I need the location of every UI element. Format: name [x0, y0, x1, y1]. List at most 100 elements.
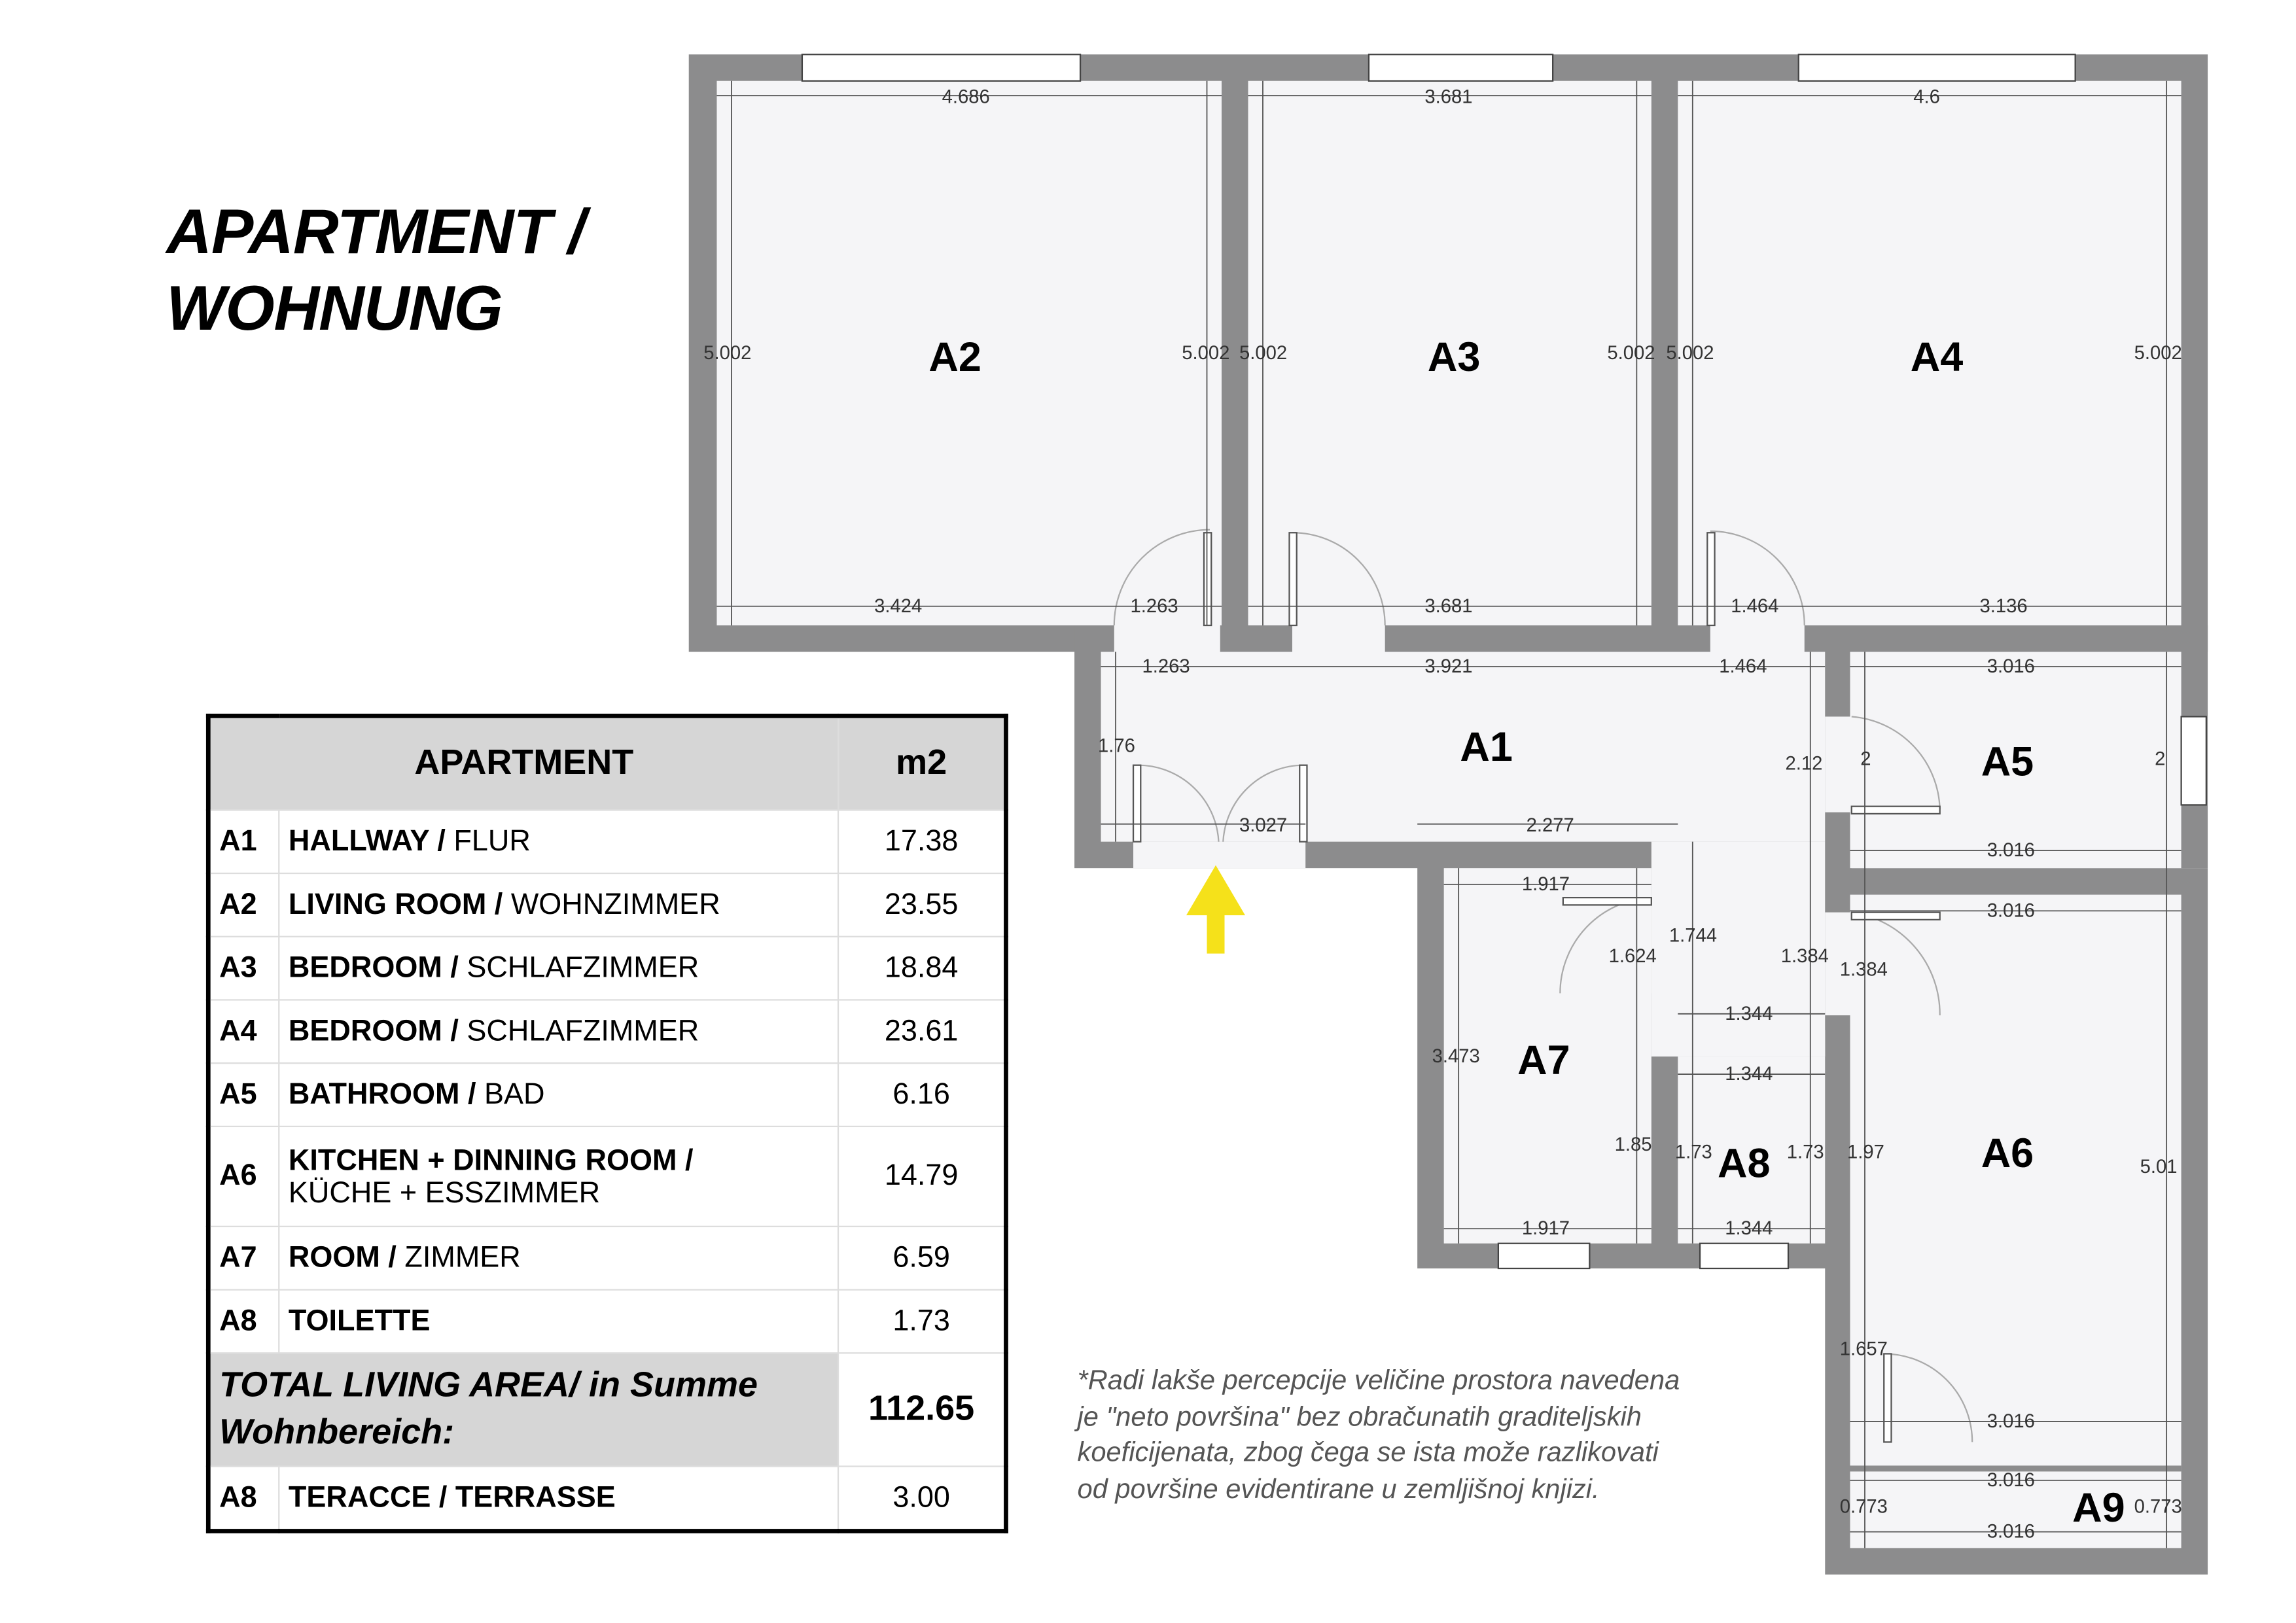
dimension-label: 4.686 — [942, 86, 990, 107]
dimension-label: 1.624 — [1609, 946, 1657, 967]
room-name: ROOM / ZIMMER — [278, 1225, 839, 1291]
dimension-label: 3.016 — [1987, 1470, 2035, 1491]
dimension-label: 1.73 — [1787, 1142, 1824, 1162]
dimension-label: 1.657 — [1840, 1339, 1888, 1360]
entrance-arrow-icon — [1186, 865, 1245, 954]
dimension-label: 4.6 — [1913, 86, 1940, 107]
dimension-label: 0.773 — [2134, 1496, 2182, 1517]
room-area: 17.38 — [837, 809, 1007, 875]
room-name-de: SCHLAFZIMMER — [467, 1014, 699, 1047]
room-name: TERACCE / TERRASSE — [278, 1465, 839, 1532]
dimension-lines — [716, 80, 2181, 1548]
room-label-a8: A8 — [1718, 1141, 1771, 1187]
dimension-label: 1.464 — [1719, 656, 1767, 677]
dimension-labels: 4.686 3.681 4.6 5.002 5.002 5.002 5.002 … — [703, 86, 2182, 1542]
dimension-label: 2.277 — [1527, 815, 1574, 836]
dimension-label: 1.917 — [1522, 1218, 1570, 1239]
room-name-en: ROOM / — [288, 1241, 397, 1274]
room-name: BEDROOM / SCHLAFZIMMER — [278, 935, 839, 1001]
total-value: 112.65 — [837, 1352, 1007, 1467]
room-labels: A1 A2 A3 A4 A5 A6 A7 A8 A9 — [928, 334, 2125, 1531]
dimension-label: 1.917 — [1522, 874, 1570, 895]
table-header: APARTMENT m2 — [207, 715, 1007, 811]
title-line: WOHNUNG — [166, 273, 503, 345]
dimension-label: 0.773 — [1840, 1496, 1888, 1517]
room-label-a1: A1 — [1460, 724, 1513, 770]
dimension-label: 3.681 — [1424, 86, 1472, 107]
room-name: TOILETTE — [278, 1289, 839, 1354]
room-name-de: WOHNZIMMER — [510, 888, 720, 920]
dimension-label: 5.002 — [2134, 343, 2182, 364]
dimension-label: 1.344 — [1725, 1218, 1773, 1239]
room-code: A3 — [207, 935, 280, 1001]
dimension-label: 1.263 — [1131, 596, 1178, 617]
room-code: A8 — [207, 1465, 280, 1532]
dimension-label: 3.921 — [1424, 656, 1472, 677]
dimension-label: 3.016 — [1987, 1522, 2035, 1543]
room-area: 6.16 — [837, 1062, 1007, 1128]
dimension-label: 1.85 — [1615, 1134, 1652, 1155]
room-name: BATHROOM / BAD — [278, 1062, 839, 1128]
dimension-label: 1.344 — [1725, 1003, 1773, 1024]
dimension-label: 3.424 — [874, 596, 922, 617]
room-area: 3.00 — [837, 1465, 1007, 1532]
dimension-label: 3.016 — [1987, 840, 2035, 861]
total-label-line: TOTAL LIVING AREA/ in Summe — [219, 1365, 758, 1406]
room-name-en: KITCHEN + DINNING ROOM / — [288, 1143, 694, 1177]
room-name-de: KÜCHE + ESSZIMMER — [288, 1176, 601, 1209]
dimension-label: 3.136 — [1979, 596, 2027, 617]
room-code: A5 — [207, 1062, 280, 1128]
dimension-label: 1.76 — [1098, 735, 1135, 756]
dimension-label: 3.016 — [1987, 1411, 2035, 1432]
room-code: A2 — [207, 872, 280, 937]
dimension-label: 5.01 — [2140, 1157, 2178, 1178]
dimension-label: 1.384 — [1781, 946, 1829, 967]
room-label-a9: A9 — [2072, 1485, 2125, 1531]
room-name: KITCHEN + DINNING ROOM /KÜCHE + ESSZIMME… — [278, 1125, 839, 1227]
room-name-en: LIVING ROOM / — [288, 888, 503, 920]
room-area: 6.59 — [837, 1225, 1007, 1291]
dimension-label: 1.384 — [1840, 959, 1888, 980]
room-label-a5: A5 — [1981, 739, 2034, 784]
dimension-label: 5.002 — [1607, 343, 1655, 364]
windows — [801, 54, 2207, 1270]
dimension-label: 1.744 — [1669, 926, 1717, 947]
room-label-a2: A2 — [928, 334, 981, 380]
dimension-label: 1.97 — [1847, 1142, 1884, 1162]
room-name-de: ZIMMER — [404, 1241, 521, 1274]
dimension-label: 5.002 — [703, 343, 751, 364]
room-name-en: TOILETTE — [288, 1304, 431, 1337]
room-label-a6: A6 — [1981, 1130, 2034, 1176]
room-name-de: BAD — [484, 1077, 545, 1111]
door-swings — [1113, 529, 1973, 1443]
room-area: 23.55 — [837, 872, 1007, 937]
room-label-a3: A3 — [1428, 334, 1481, 380]
dimension-label: 2.12 — [1786, 753, 1823, 774]
room-name: HALLWAY / FLUR — [278, 809, 839, 875]
dimension-label: 2 — [2155, 749, 2165, 770]
dimension-label: 5.002 — [1182, 343, 1229, 364]
dimension-label: 5.002 — [1666, 343, 1714, 364]
room-label-a4: A4 — [1911, 334, 1964, 380]
room-code: A6 — [207, 1125, 280, 1227]
room-name-en: BEDROOM / — [288, 951, 459, 984]
room-area: 1.73 — [837, 1289, 1007, 1354]
room-area: 18.84 — [837, 935, 1007, 1001]
room-code: A7 — [207, 1225, 280, 1291]
dimension-label: 1.263 — [1142, 656, 1190, 677]
title-line: APARTMENT / — [166, 197, 586, 268]
room-area: 23.61 — [837, 999, 1007, 1064]
